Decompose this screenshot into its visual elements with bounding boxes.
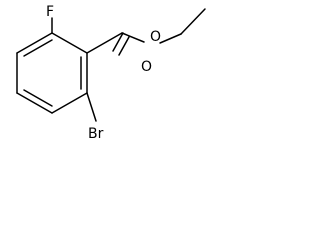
ring-bond-c2-c3 xyxy=(51,92,88,114)
bond-carbonyl-carbon-ester-oxygen xyxy=(121,32,145,43)
bond-carbonyl-double-2 xyxy=(112,32,124,52)
bond-c-bromine xyxy=(86,92,97,122)
ring-bond-c3-c4 xyxy=(16,92,53,114)
bond-ring-carbonyl-carbon xyxy=(86,32,123,54)
bond-ester-oxygen-ch2 xyxy=(159,33,182,44)
bond-ch2-ch3 xyxy=(180,8,206,35)
atom-label-ester-oxygen: O xyxy=(150,29,161,45)
atom-label-fluorine: F xyxy=(46,4,54,20)
ring-double-bond-inner-c5-c6 xyxy=(23,39,53,57)
atom-label-bromine: Br xyxy=(88,126,104,142)
chemical-structure: F Br O O xyxy=(16,4,206,142)
ring-bond-c6-c1 xyxy=(51,32,88,54)
ring-double-bond-inner-c3-c4 xyxy=(23,89,53,107)
ring-bond-c5-c6 xyxy=(16,32,53,54)
atom-label-carbonyl-oxygen: O xyxy=(141,59,152,75)
bond-carbonyl-double-1 xyxy=(118,36,130,56)
benzene-ring xyxy=(16,32,88,114)
